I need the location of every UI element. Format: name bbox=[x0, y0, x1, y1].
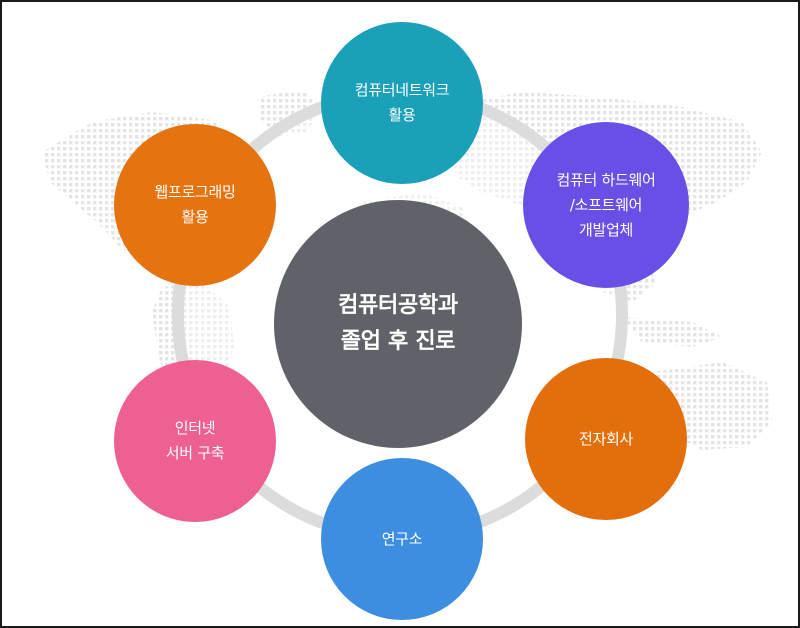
career-node-hw-sw-developer: 컴퓨터 하드웨어 /소프트웨어 개발업체 bbox=[523, 122, 689, 288]
career-node-web-programming: 웹프로그래밍 활용 bbox=[114, 124, 276, 286]
career-label: 웹프로그래밍 활용 bbox=[154, 183, 236, 226]
center-node: 컴퓨터공학과 졸업 후 진로 bbox=[274, 200, 522, 448]
career-label: 전자회사 bbox=[578, 429, 633, 448]
career-node-network: 컴퓨터네트워크 활용 bbox=[321, 22, 483, 184]
career-node-electronics-company: 전자회사 bbox=[525, 358, 687, 520]
center-label: 컴퓨터공학과 졸업 후 진로 bbox=[338, 293, 458, 354]
career-label: 컴퓨터 하드웨어 /소프트웨어 개발업체 bbox=[556, 170, 656, 239]
career-label: 인터넷 서버 구축 bbox=[165, 419, 225, 462]
career-node-internet-server: 인터넷 서버 구축 bbox=[114, 360, 276, 522]
career-node-research-institute: 연구소 bbox=[321, 458, 483, 620]
career-label: 연구소 bbox=[381, 529, 423, 548]
career-label: 컴퓨터네트워크 활용 bbox=[354, 81, 450, 124]
